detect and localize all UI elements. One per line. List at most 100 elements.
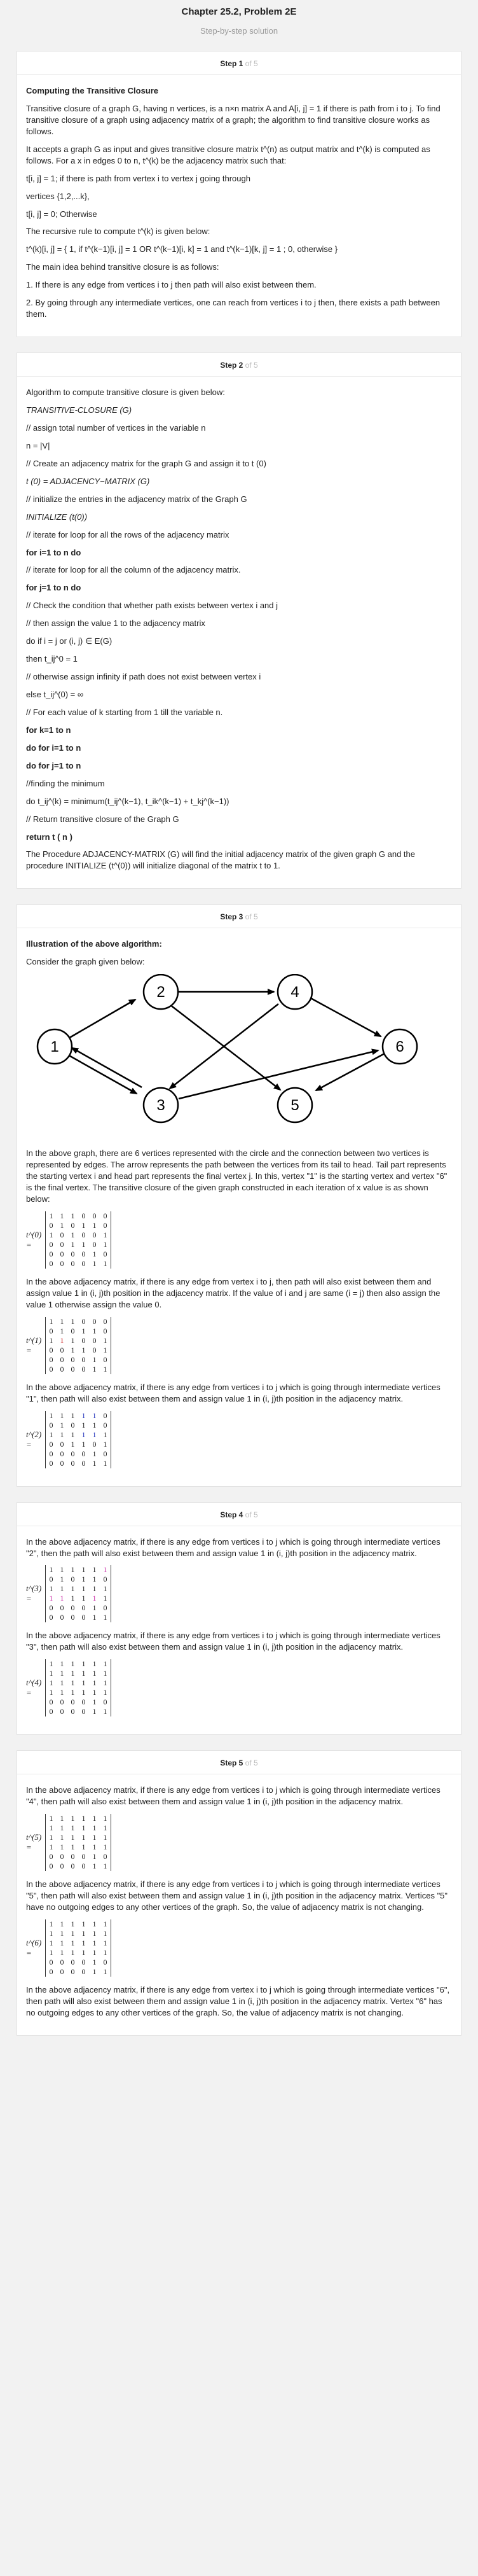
matrix-cell: 1 (49, 1678, 53, 1688)
matrix-cell: 1 (49, 1565, 53, 1575)
matrix-cell: 0 (49, 1364, 53, 1374)
matrix-label: t^(0) = (26, 1229, 42, 1250)
matrix-cell: 0 (49, 1852, 53, 1862)
matrix-cell: 1 (60, 1584, 64, 1594)
matrix-cell: 1 (71, 1678, 75, 1688)
matrix-label: t^(2) = (26, 1429, 42, 1449)
matrix-cell: 1 (92, 1678, 97, 1688)
matrix-cell: 1 (71, 1823, 75, 1833)
matrix-cell: 1 (103, 1678, 107, 1688)
matrix-cell: 0 (49, 1420, 53, 1430)
matrix-cell: 1 (92, 1967, 97, 1976)
step-of: of 5 (245, 912, 258, 922)
matrix-cell: 1 (71, 1316, 75, 1326)
matrix-cell: 1 (60, 1594, 64, 1603)
matrix-cell: 1 (81, 1929, 86, 1938)
matrix-cell: 1 (60, 1929, 64, 1938)
matrix-cell: 1 (60, 1678, 64, 1688)
matrix-cell: 1 (71, 1430, 75, 1439)
matrix-cell: 0 (103, 1603, 107, 1613)
edge-3-1 (71, 1047, 142, 1089)
matrix-cell: 1 (49, 1430, 53, 1439)
matrix-cell: 1 (71, 1842, 75, 1852)
step-paragraph: // initialize the entries in the adjacen… (26, 494, 247, 504)
matrix-cell: 1 (92, 1958, 97, 1967)
matrix-cell: 0 (49, 1458, 53, 1468)
step-paragraph: 2. By going through any intermediate ver… (26, 298, 440, 319)
matrix-cell: 0 (60, 1613, 64, 1622)
matrix-cell: 1 (81, 1948, 86, 1957)
step-paragraph: else t_ij^(0) = ∞ (26, 690, 84, 699)
matrix-cell: 0 (71, 1613, 75, 1622)
step-paragraph: t^(k)[i, j] = { 1, if t^(k−1)[i, j] = 1 … (26, 244, 338, 254)
matrix-cell: 1 (103, 1707, 107, 1716)
matrix-cell: 0 (49, 1603, 53, 1613)
matrix-cell: 1 (71, 1939, 75, 1947)
graph-description: In the above graph, there are 6 vertices… (26, 1148, 447, 1204)
matrix-cell: 1 (81, 1814, 86, 1823)
matrix-cell: 0 (81, 1258, 86, 1268)
matrix-cell: 1 (92, 1420, 97, 1430)
matrix-cell: 0 (71, 1697, 75, 1707)
step-paragraph: Computing the Transitive Closure (26, 86, 159, 95)
graph-node-label: 2 (156, 984, 165, 1001)
matrix-cell: 1 (60, 1420, 64, 1430)
matrix-cell: 0 (92, 1239, 97, 1249)
matrix-cell: 1 (103, 1659, 107, 1669)
matrix-cell: 1 (49, 1823, 53, 1833)
matrix-cell: 1 (92, 1364, 97, 1374)
matrix-cell: 0 (81, 1249, 86, 1258)
matrix-cell: 0 (71, 1249, 75, 1258)
matrix-cell: 1 (81, 1594, 86, 1603)
matrix-cell: 1 (81, 1565, 86, 1575)
matrix-cell: 1 (92, 1584, 97, 1594)
matrix-cell: 1 (71, 1335, 75, 1345)
matrix-cell: 0 (60, 1354, 64, 1364)
matrix-cell: 1 (92, 1220, 97, 1230)
matrix-cell: 1 (92, 1814, 97, 1823)
step-2-card: Step 2 of 5 Algorithm to compute transit… (17, 352, 461, 889)
solution-page: Chapter 25.2, Problem 2E Step-by-step so… (17, 0, 461, 2047)
matrix-cell: 0 (60, 1862, 64, 1871)
graph-node-6 (381, 1028, 418, 1065)
step-paragraph: vertices {1,2,...k}, (26, 191, 90, 201)
matrix-cell: 1 (60, 1823, 64, 1833)
matrix-cell: 1 (92, 1565, 97, 1575)
matrix-cell: 1 (49, 1814, 53, 1823)
matrix-t6-description: In the above adjacency matrix, if there … (26, 1985, 450, 2017)
matrix-cell: 1 (92, 1613, 97, 1622)
edge-4-3 (168, 1003, 279, 1090)
matrix-cell: 1 (92, 1697, 97, 1707)
step-2-header: Step 2 of 5 (17, 361, 461, 377)
matrix-cell: 0 (49, 1220, 53, 1230)
matrix-cell: 1 (103, 1430, 107, 1439)
matrix-cell: 1 (49, 1230, 53, 1239)
matrix-label: t^(3) = (26, 1584, 42, 1604)
matrix-cell: 0 (49, 1449, 53, 1458)
matrix-cell: 1 (49, 1948, 53, 1957)
step-paragraph: 1. If there is any edge from vertices i … (26, 280, 317, 290)
edge-6-5 (315, 1053, 385, 1092)
matrix-cell: 0 (103, 1958, 107, 1967)
matrix-cell: 0 (49, 1967, 53, 1976)
matrix-cell: 1 (71, 1345, 75, 1354)
matrix-cell: 1 (60, 1565, 64, 1575)
matrix-t1-description: In the above adjacency matrix, if there … (26, 1382, 440, 1403)
step-paragraph: // iterate for loop for all the column o… (26, 565, 241, 575)
step-of: of 5 (245, 59, 258, 68)
step-paragraph: // otherwise assign infinity if path doe… (26, 672, 261, 682)
matrix-cell: 1 (71, 1814, 75, 1823)
matrix-cell: 1 (71, 1594, 75, 1603)
matrix-cell: 0 (71, 1449, 75, 1458)
page-subtitle: Step-by-step solution (200, 26, 278, 36)
matrix-cell: 1 (49, 1316, 53, 1326)
matrix-cell: 1 (103, 1833, 107, 1842)
matrix-cell: 0 (49, 1613, 53, 1622)
matrix-cell: 0 (60, 1345, 64, 1354)
step-paragraph: t[i, j] = 0; Otherwise (26, 209, 97, 219)
matrix-cell: 1 (81, 1420, 86, 1430)
